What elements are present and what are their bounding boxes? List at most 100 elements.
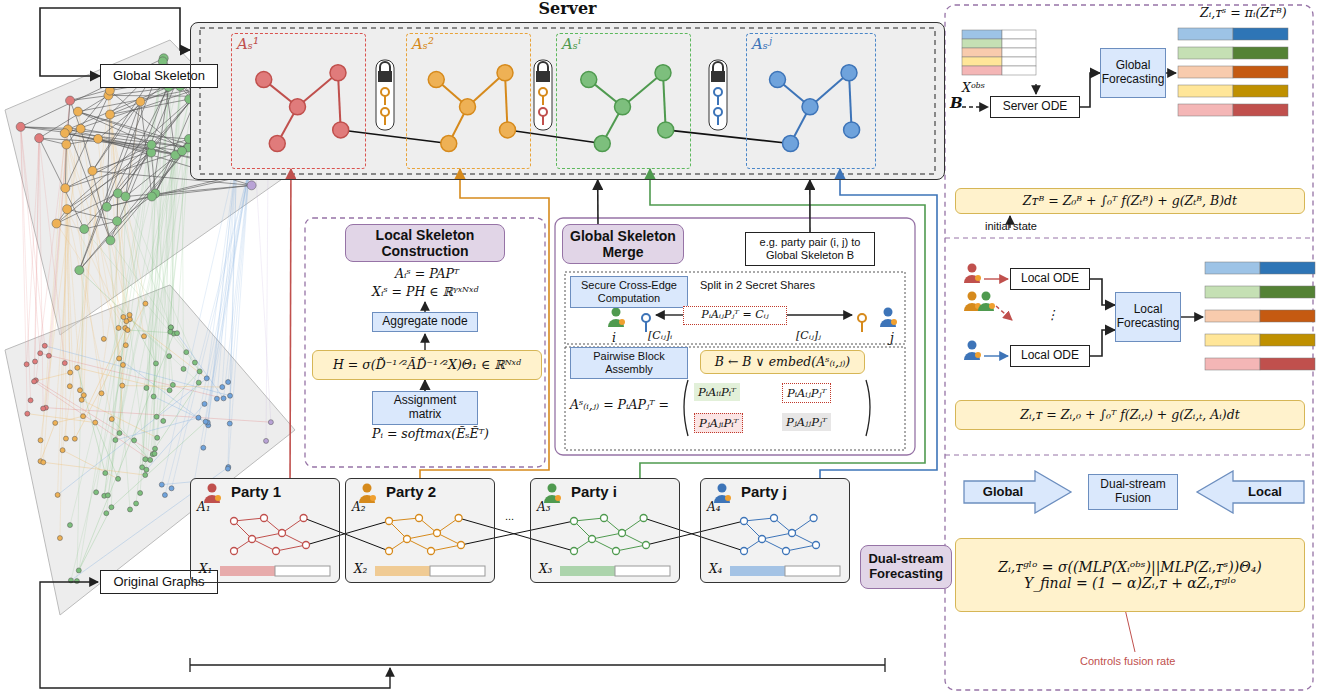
forecast-bar bbox=[1178, 66, 1233, 78]
graph-vertex bbox=[120, 383, 125, 388]
graph-vertex bbox=[167, 354, 172, 359]
projection-line bbox=[21, 127, 31, 401]
node-text: Assignment matrix bbox=[377, 394, 473, 422]
party-vertex bbox=[458, 542, 465, 549]
connector-arrow bbox=[1080, 73, 1100, 107]
party-edge bbox=[574, 518, 604, 521]
key-icon bbox=[714, 108, 722, 116]
server-fill bbox=[190, 22, 945, 180]
graph-vertex bbox=[134, 501, 139, 506]
party-vertex bbox=[571, 548, 578, 555]
party-icon-body bbox=[964, 275, 980, 283]
equation-box: H = σ(D̃⁻¹ᐟ²ÃD̃⁻¹ᐟ²X)Θ₁ ∈ ℝᴺˣᵈ bbox=[312, 350, 542, 380]
graph-vertex bbox=[52, 219, 61, 228]
skeleton-vertex bbox=[770, 72, 786, 88]
graph-vertex bbox=[201, 445, 206, 450]
projection-line bbox=[65, 133, 124, 317]
node-text: Global Forecasting bbox=[1102, 59, 1165, 87]
graph-vertex bbox=[35, 134, 44, 143]
skeleton-vertex bbox=[497, 65, 513, 81]
process-box: e.g. party pair (i, j) to Global Skeleto… bbox=[745, 232, 875, 266]
projection-line bbox=[206, 168, 250, 421]
bracket bbox=[190, 658, 885, 672]
party-fill bbox=[530, 478, 680, 583]
leader-arrow bbox=[424, 302, 425, 312]
party-icon-badge bbox=[975, 352, 981, 358]
skeleton-box: Aₛⁱ bbox=[556, 33, 691, 169]
party-icon-badge bbox=[975, 275, 981, 281]
skeleton-vertex bbox=[658, 122, 674, 138]
projection-line bbox=[256, 173, 271, 422]
graph-vertex bbox=[109, 417, 114, 422]
node-text: Local Skeleton Construction bbox=[350, 227, 500, 259]
stream-arrow: Global bbox=[963, 470, 1073, 514]
projection-line bbox=[39, 138, 43, 408]
lock-tube bbox=[376, 60, 394, 130]
graph-vertex bbox=[103, 471, 108, 476]
section-heading: Local Skeleton Construction bbox=[345, 224, 505, 262]
lock-tube bbox=[534, 60, 552, 130]
graph-vertex bbox=[67, 523, 72, 528]
graph-edge bbox=[177, 333, 224, 398]
process-box: Pairwise Block Assembly bbox=[570, 347, 688, 378]
party-edge bbox=[407, 533, 437, 539]
graph-vertex bbox=[67, 384, 72, 389]
graph-edge bbox=[79, 139, 189, 270]
annotation-label: Zᵢ,ᴛˢ = πᵢ(Zᴛᴮ) bbox=[1200, 5, 1287, 20]
projection-line bbox=[106, 61, 162, 513]
graph-vertex bbox=[143, 473, 148, 478]
graph-vertex bbox=[168, 329, 173, 334]
graph-edge bbox=[130, 319, 207, 378]
graph-vertex bbox=[226, 380, 231, 385]
graph-vertex bbox=[127, 312, 132, 317]
graph-vertex bbox=[147, 140, 156, 149]
key-icon bbox=[381, 108, 389, 116]
party-icon-badge bbox=[370, 495, 376, 501]
graph-vertex bbox=[143, 457, 148, 462]
forecast-bar bbox=[1205, 358, 1260, 370]
graph-edge bbox=[21, 127, 189, 139]
graph-vertex bbox=[204, 376, 209, 381]
annotation-label: ... bbox=[505, 510, 514, 522]
party-vertex bbox=[279, 530, 286, 537]
graph-edge bbox=[65, 95, 108, 188]
node-text: Pairwise Block Assembly bbox=[575, 350, 683, 375]
graph-vertex bbox=[76, 568, 81, 573]
matrix-bracket bbox=[684, 380, 870, 436]
key-icon bbox=[384, 96, 386, 105]
node-text: Y_final = (1 − α)Zᵢ,ᴛ + αZᵢ,ᴛᵍˡᵒ bbox=[1024, 575, 1236, 591]
connector-arrow bbox=[1090, 330, 1115, 356]
graph-vertex bbox=[46, 353, 51, 358]
party-icon bbox=[964, 264, 981, 284]
graph-vertex bbox=[181, 366, 186, 371]
graph-vertex bbox=[203, 419, 208, 424]
graph-edge bbox=[110, 99, 189, 114]
projection-line bbox=[77, 229, 84, 581]
graph-vertex bbox=[57, 536, 62, 541]
annotation-label: PⱼAⱼⱼPⱼᵀ bbox=[782, 413, 831, 431]
graph-vertex bbox=[125, 328, 130, 333]
graph-edge bbox=[65, 151, 182, 188]
leader-arrow bbox=[424, 334, 425, 350]
forecast-bar bbox=[1178, 85, 1233, 97]
process-box: Global Skeleton bbox=[100, 64, 218, 88]
graph-edge bbox=[157, 371, 200, 416]
annotation-label: PᵢAᵢᵢPᵢᵀ bbox=[694, 383, 740, 401]
graph-vertex bbox=[102, 202, 111, 211]
node-text: Zᴛᴮ = Z₀ᴮ + ∫₀ᵀ f(Zₜᴮ) + g(Zₜᴮ, B)dt bbox=[1023, 194, 1237, 208]
graph-vertex bbox=[94, 134, 103, 143]
party-icon-badge bbox=[619, 319, 625, 325]
annotation-label: [Cᵢⱼ]ᵢ bbox=[648, 329, 672, 342]
party-icon bbox=[880, 308, 897, 328]
graph-vertex bbox=[32, 379, 37, 384]
graph-edge bbox=[104, 321, 126, 496]
graph-edge bbox=[126, 185, 252, 196]
graph-edge bbox=[45, 346, 230, 396]
process-box: Dual-stream Fusion bbox=[1088, 474, 1178, 510]
graph-vertex bbox=[161, 418, 166, 423]
party-vertex bbox=[416, 515, 423, 522]
projection-line bbox=[93, 171, 104, 339]
forecast-bar bbox=[1233, 85, 1288, 97]
graph-vertex bbox=[121, 192, 130, 201]
graph-vertex bbox=[41, 460, 46, 465]
